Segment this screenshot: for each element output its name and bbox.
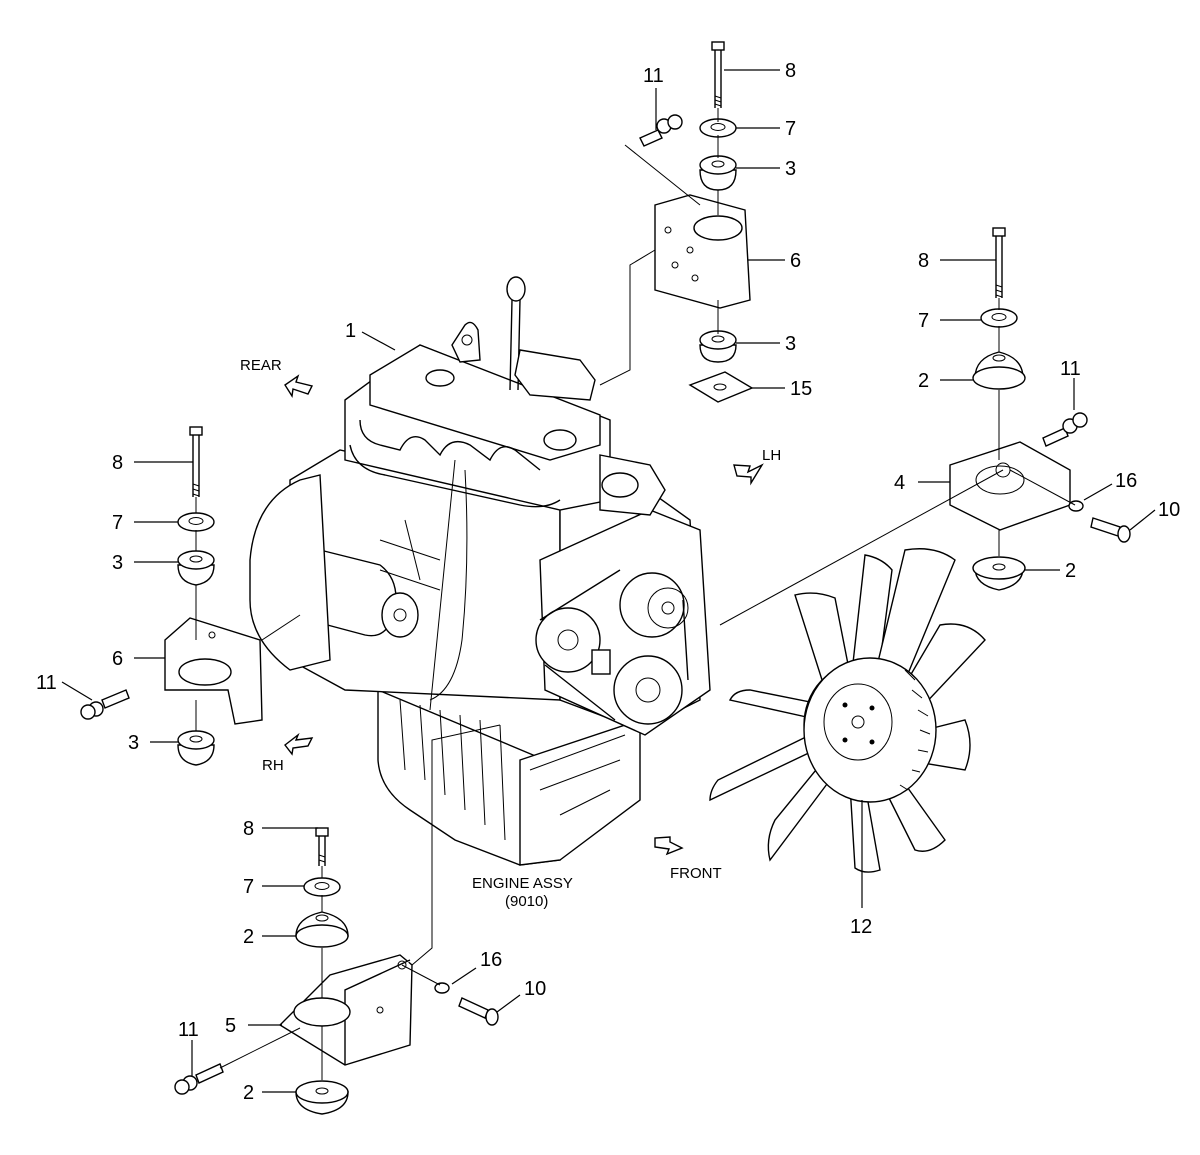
lh-arrow-icon [733,463,764,486]
callout-7: 7 [785,118,796,140]
direction-arrows [284,374,764,856]
callout-16: 16 [1115,470,1137,492]
callout-10: 10 [524,978,546,1000]
callout-2: 2 [243,1082,254,1104]
callout-6: 6 [112,648,123,670]
callout-8: 8 [785,60,796,82]
engine-assembly [249,276,711,866]
callout-3: 3 [128,732,139,754]
cooling-fan [709,548,986,873]
rear-arrow-icon [284,374,314,398]
callout-7: 7 [243,876,254,898]
callout-11: 11 [178,1019,199,1041]
callout-15: 15 [790,378,812,400]
callout-11: 11 [1060,358,1081,380]
callout-1: 1 [345,320,356,342]
callout-11: 11 [643,65,664,87]
callout-numbers: 8 11 7 3 6 3 15 1 8 7 2 11 4 16 10 2 8 7… [36,60,1180,1104]
text-labels: REAR LH RH FRONT ENGINE ASSY (9010) [240,357,781,910]
callout-3: 3 [112,552,123,574]
callout-2: 2 [243,926,254,948]
callout-12: 12 [850,916,872,938]
lower-rh-mount-stack [174,724,501,1115]
front-label: FRONT [670,865,722,882]
engine-code-label: (9010) [505,893,548,910]
rh-label: RH [262,757,284,774]
engine-assy-label: ENGINE ASSY [472,875,573,892]
callout-8: 8 [243,818,254,840]
callout-7: 7 [918,310,929,332]
rh-arrow-icon [284,732,314,756]
callout-11: 11 [36,672,57,694]
callout-8: 8 [918,250,929,272]
callout-3: 3 [785,333,796,355]
callout-2: 2 [1065,560,1076,582]
callout-6: 6 [790,250,801,272]
lh-rear-mount-stack [80,426,301,766]
callout-7: 7 [112,512,123,534]
leader-lines [61,69,1156,1093]
rear-label: REAR [240,357,282,374]
callout-16: 16 [480,949,502,971]
callout-4: 4 [894,472,905,494]
callout-2: 2 [918,370,929,392]
callout-8: 8 [112,452,123,474]
callout-3: 3 [785,158,796,180]
top-mount-stack [599,41,754,403]
rh-front-mount-stack [719,227,1131,626]
callout-5: 5 [225,1015,236,1037]
callout-10: 10 [1158,499,1180,521]
lh-label: LH [762,447,781,464]
front-arrow-icon [654,836,684,856]
